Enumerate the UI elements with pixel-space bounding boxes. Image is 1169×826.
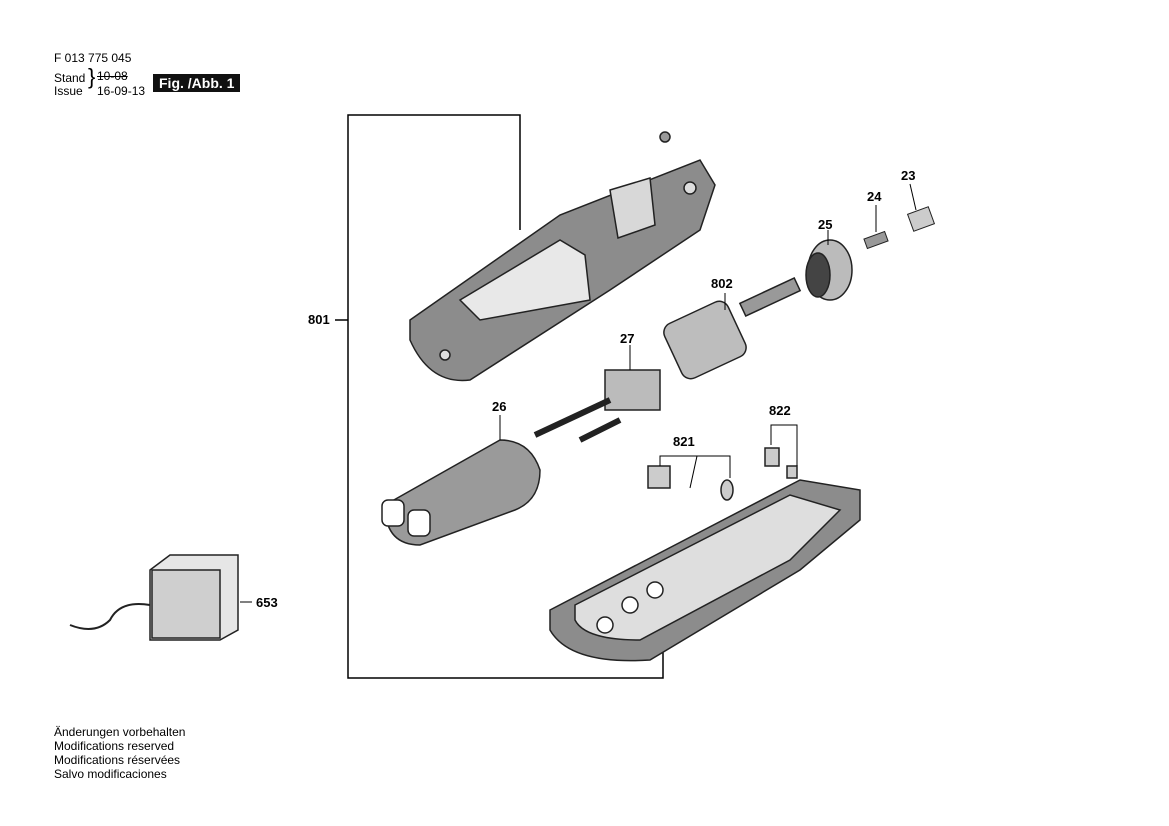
switch-27: [533, 369, 661, 443]
part-25: [805, 239, 853, 301]
callout-821: 821: [673, 434, 695, 449]
callout-801: 801: [308, 312, 330, 327]
part-23: [906, 206, 936, 232]
stand-label: Stand: [54, 71, 86, 85]
brace: }: [88, 64, 96, 89]
callout-822: 822: [769, 403, 791, 418]
battery-26: [381, 439, 541, 546]
parts-821: [647, 465, 734, 501]
footer-line: Modifications reserved: [54, 739, 175, 753]
footer-notes: Änderungen vorbehalten Modifications res…: [54, 725, 185, 781]
part-number: F 013 775 045: [54, 51, 132, 65]
callout-23: 23: [901, 168, 916, 183]
part-24: [863, 230, 889, 250]
assembly-bracket-801: [335, 114, 664, 679]
callout-802: 802: [711, 276, 733, 291]
callout-26: 26: [492, 399, 507, 414]
charger-653: [69, 554, 239, 641]
footer-line: Änderungen vorbehalten: [54, 725, 186, 739]
stand-value: 10-08: [97, 69, 128, 83]
motor-802: [663, 276, 802, 380]
callout-24: 24: [867, 189, 882, 204]
parts-822: [764, 447, 798, 479]
callout-27: 27: [620, 331, 635, 346]
leader-lines: [240, 183, 917, 603]
callout-653: 653: [256, 595, 278, 610]
lower-housing: [549, 479, 861, 662]
issue-value: 16-09-13: [97, 84, 146, 98]
figure-label: Fig. /Abb. 1: [153, 74, 241, 92]
footer-line: Salvo modificaciones: [54, 767, 167, 781]
issue-label: Issue: [54, 84, 83, 98]
upper-housing: [409, 131, 716, 382]
callout-25: 25: [818, 217, 833, 232]
footer-line: Modifications réservées: [54, 753, 181, 767]
